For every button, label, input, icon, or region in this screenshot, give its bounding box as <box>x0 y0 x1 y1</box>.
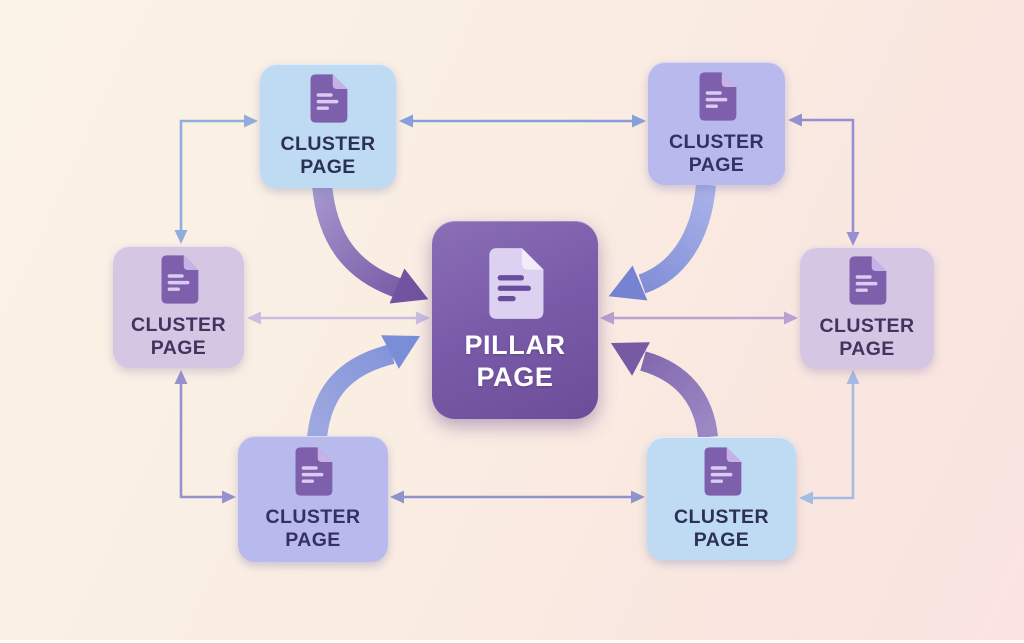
node-label: CLUSTER PAGE <box>819 315 915 360</box>
document-icon <box>161 255 198 304</box>
cluster-page-bottom-right: CLUSTER PAGE <box>647 437 796 560</box>
cluster-page-middle-right: CLUSTER PAGE <box>800 247 934 369</box>
document-icon <box>699 71 736 121</box>
cluster-page-top-left: CLUSTER PAGE <box>260 64 396 188</box>
node-label: CLUSTER PAGE <box>280 133 376 178</box>
link-top-right-to-middle-right <box>788 113 860 246</box>
node-label: CLUSTER PAGE <box>265 506 361 551</box>
document-icon <box>489 248 544 320</box>
cluster-page-top-right: CLUSTER PAGE <box>648 62 785 185</box>
node-label: CLUSTER PAGE <box>131 314 226 359</box>
link-middle-left-to-bottom-left <box>174 370 236 504</box>
document-icon <box>295 447 333 496</box>
link-middle-right-to-bottom-right <box>799 370 860 505</box>
link-bottom-clusters <box>390 490 645 504</box>
pillar-page-node: PILLAR PAGE <box>432 221 598 419</box>
node-label: CLUSTER PAGE <box>674 505 769 551</box>
arrow-bottom-right-to-pillar <box>610 342 718 439</box>
arrow-top-right-to-pillar <box>608 183 716 301</box>
document-icon <box>310 74 348 123</box>
document-icon <box>849 256 887 305</box>
bottom-edge-highlight <box>0 640 1024 643</box>
link-middle-left-pillar <box>247 311 430 325</box>
node-label: PILLAR PAGE <box>464 330 566 392</box>
node-label: CLUSTER PAGE <box>669 130 764 176</box>
cluster-page-bottom-left: CLUSTER PAGE <box>238 436 388 562</box>
link-pillar-middle-right <box>600 311 798 325</box>
arrow-top-left-to-pillar <box>312 183 429 304</box>
arrow-bottom-left-to-pillar <box>307 335 421 439</box>
link-top-left-to-middle-left <box>174 114 258 244</box>
document-icon <box>704 446 741 496</box>
link-top-clusters <box>399 114 646 128</box>
cluster-page-middle-left: CLUSTER PAGE <box>113 246 244 368</box>
